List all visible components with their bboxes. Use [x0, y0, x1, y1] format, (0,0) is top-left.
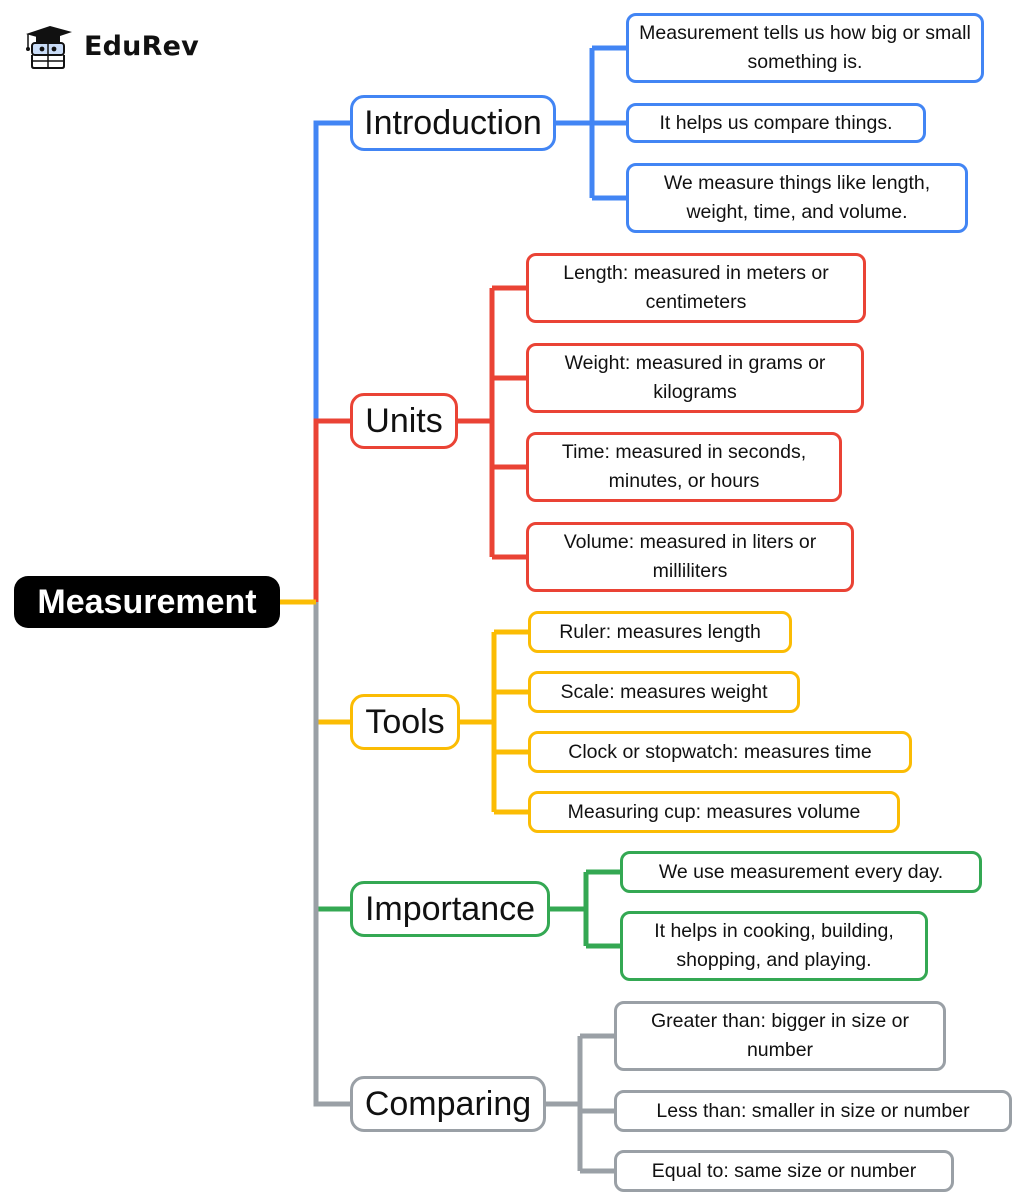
leaf-node[interactable]: We measure things like length, weight, t…: [626, 163, 968, 233]
branch-tools[interactable]: Tools: [350, 694, 460, 750]
trunk-connector: [313, 602, 350, 725]
trunk-connector: [313, 602, 350, 1107]
leaf-node[interactable]: Time: measured in seconds, minutes, or h…: [526, 432, 842, 502]
leaf-node[interactable]: Measurement tells us how big or small so…: [626, 13, 984, 83]
leaf-node[interactable]: Scale: measures weight: [528, 671, 800, 713]
leaf-node[interactable]: Weight: measured in grams or kilograms: [526, 343, 864, 413]
trunk-connector: [313, 418, 350, 602]
branch-importance[interactable]: Importance: [350, 881, 550, 937]
leaf-node[interactable]: Clock or stopwatch: measures time: [528, 731, 912, 773]
graduation-cap-mascot-icon: [26, 26, 72, 69]
root-node[interactable]: Measurement: [14, 576, 280, 628]
leaf-node[interactable]: It helps in cooking, building, shopping,…: [620, 911, 928, 981]
branch-comparing[interactable]: Comparing: [350, 1076, 546, 1132]
edurev-logo: EduRev: [22, 22, 199, 70]
leaf-node[interactable]: It helps us compare things.: [626, 103, 926, 143]
leaf-node[interactable]: Less than: smaller in size or number: [614, 1090, 1012, 1132]
branch-units[interactable]: Units: [350, 393, 458, 449]
leaf-node[interactable]: Length: measured in meters or centimeter…: [526, 253, 866, 323]
trunk-connector: [313, 120, 350, 602]
leaf-node[interactable]: Measuring cup: measures volume: [528, 791, 900, 833]
leaf-node[interactable]: We use measurement every day.: [620, 851, 982, 893]
branch-introduction[interactable]: Introduction: [350, 95, 556, 151]
leaf-node[interactable]: Greater than: bigger in size or number: [614, 1001, 946, 1071]
leaf-node[interactable]: Ruler: measures length: [528, 611, 792, 653]
leaf-node[interactable]: Equal to: same size or number: [614, 1150, 954, 1192]
trunk-connector: [313, 602, 350, 912]
brand-name: EduRev: [84, 30, 199, 62]
leaf-node[interactable]: Volume: measured in liters or milliliter…: [526, 522, 854, 592]
